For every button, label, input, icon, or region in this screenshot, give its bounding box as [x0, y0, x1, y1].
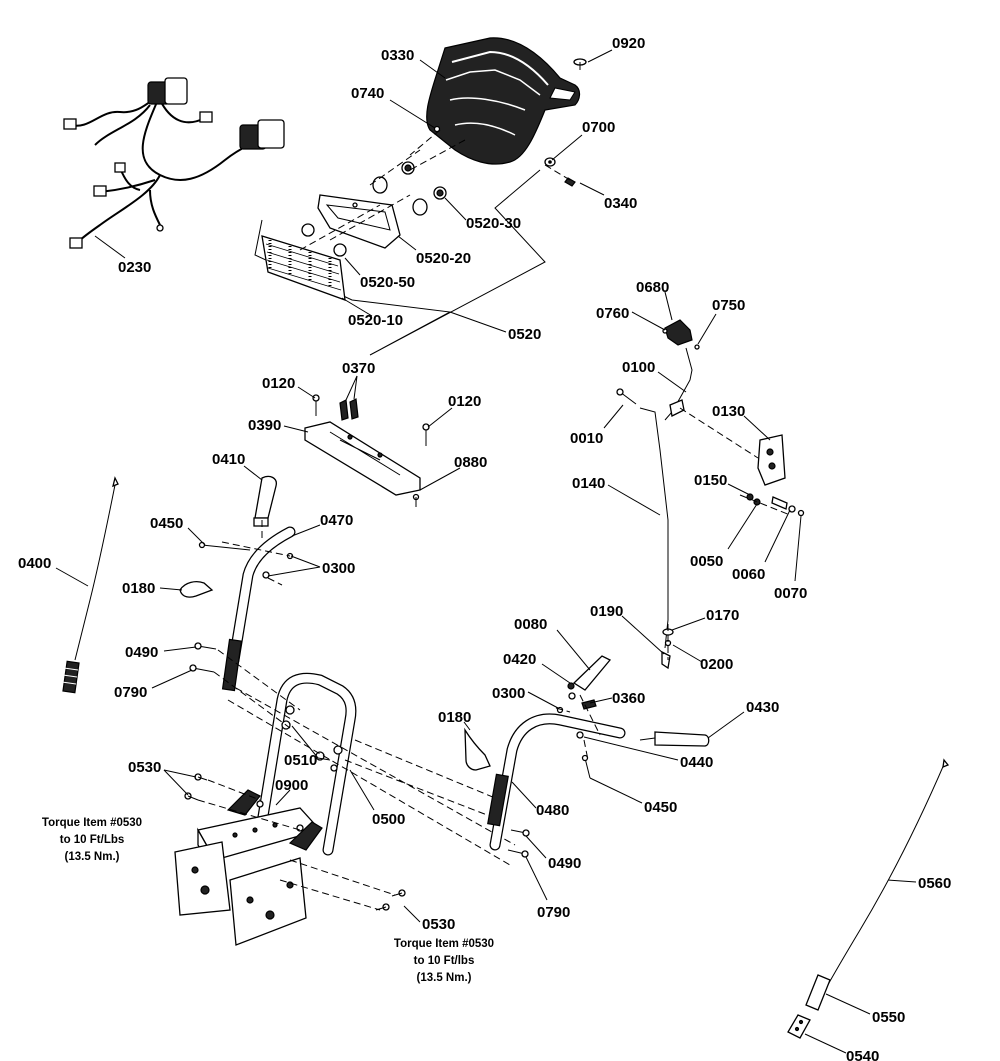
right-handle	[464, 655, 710, 858]
torque-note-left-line2: to 10 Ft/Lbs	[60, 834, 125, 846]
cross-bracket	[304, 394, 430, 507]
label-0530-left: 0530	[128, 759, 161, 776]
label-0010: 0010	[570, 430, 603, 447]
label-0080: 0080	[514, 616, 547, 633]
label-0330: 0330	[381, 47, 414, 64]
label-0760: 0760	[596, 305, 629, 322]
label-0150: 0150	[694, 472, 727, 489]
bolts-0530	[184, 773, 406, 911]
cable-left	[61, 476, 119, 694]
label-0060: 0060	[732, 566, 765, 583]
label-0470: 0470	[320, 512, 353, 529]
label-0740: 0740	[351, 85, 384, 102]
label-0520-50: 0520-50	[360, 274, 415, 291]
part-labels: 0330 0920 0740 0700 0340 0520-30 0520-20…	[18, 35, 951, 1061]
label-0300-right: 0300	[492, 685, 525, 702]
label-0140: 0140	[572, 475, 605, 492]
light-assembly	[254, 161, 546, 356]
label-0500: 0500	[372, 811, 405, 828]
label-0370: 0370	[342, 360, 375, 377]
label-0410: 0410	[212, 451, 245, 468]
dash-console	[426, 37, 587, 165]
label-0510: 0510	[284, 752, 317, 769]
label-0360: 0360	[612, 690, 645, 707]
wiring-harness	[63, 77, 285, 249]
torque-note-right-line3: (13.5 Nm.)	[417, 972, 472, 984]
torque-note-right-line2: to 10 Ft/lbs	[414, 955, 475, 967]
label-0440: 0440	[680, 754, 713, 771]
label-0880: 0880	[454, 454, 487, 471]
torque-note-left-line1: Torque Item #0530	[42, 817, 142, 829]
label-0180-left: 0180	[122, 580, 155, 597]
label-0560: 0560	[918, 875, 951, 892]
label-0430: 0430	[746, 699, 779, 716]
main-frame	[254, 672, 357, 856]
label-0050: 0050	[690, 553, 723, 570]
cable-right	[787, 758, 950, 1039]
label-0480: 0480	[536, 802, 569, 819]
label-0900: 0900	[275, 777, 308, 794]
label-0230: 0230	[118, 259, 151, 276]
label-0180-right: 0180	[438, 709, 471, 726]
label-0130: 0130	[712, 403, 745, 420]
label-0420: 0420	[503, 651, 536, 668]
torque-note-right-line1: Torque Item #0530	[394, 938, 494, 950]
label-0120-left: 0120	[262, 375, 295, 392]
label-0340: 0340	[604, 195, 637, 212]
label-0790-right: 0790	[537, 904, 570, 921]
label-0700: 0700	[582, 119, 615, 136]
label-0790-left: 0790	[114, 684, 147, 701]
label-0200: 0200	[700, 656, 733, 673]
label-0300-left: 0300	[322, 560, 355, 577]
label-0450-left: 0450	[150, 515, 183, 532]
label-0100: 0100	[622, 359, 655, 376]
torque-note-left-line3: (13.5 Nm.)	[65, 851, 120, 863]
label-0490-left: 0490	[125, 644, 158, 661]
label-0530-right: 0530	[422, 916, 455, 933]
shift-rod-group	[616, 319, 805, 670]
label-0400: 0400	[18, 555, 51, 572]
base-plates	[174, 789, 323, 946]
left-handle	[179, 475, 296, 692]
torque-note-right: Torque Item #0530 to 10 Ft/lbs (13.5 Nm.…	[394, 938, 494, 984]
leader-lines	[55, 49, 917, 1054]
label-0750: 0750	[712, 297, 745, 314]
label-0520-10: 0520-10	[348, 312, 403, 329]
label-0450-right: 0450	[644, 799, 677, 816]
label-0490-right: 0490	[548, 855, 581, 872]
torque-note-left: Torque Item #0530 to 10 Ft/Lbs (13.5 Nm.…	[42, 817, 142, 863]
label-0390: 0390	[248, 417, 281, 434]
label-0520-20: 0520-20	[416, 250, 471, 267]
label-0170: 0170	[706, 607, 739, 624]
label-0550: 0550	[872, 1009, 905, 1026]
label-0520: 0520	[508, 326, 541, 343]
label-0540: 0540	[846, 1048, 879, 1061]
label-0920: 0920	[612, 35, 645, 52]
label-0120-right: 0120	[448, 393, 481, 410]
label-0680: 0680	[636, 279, 669, 296]
label-0190: 0190	[590, 603, 623, 620]
label-0070: 0070	[774, 585, 807, 602]
label-0520-30: 0520-30	[466, 215, 521, 232]
